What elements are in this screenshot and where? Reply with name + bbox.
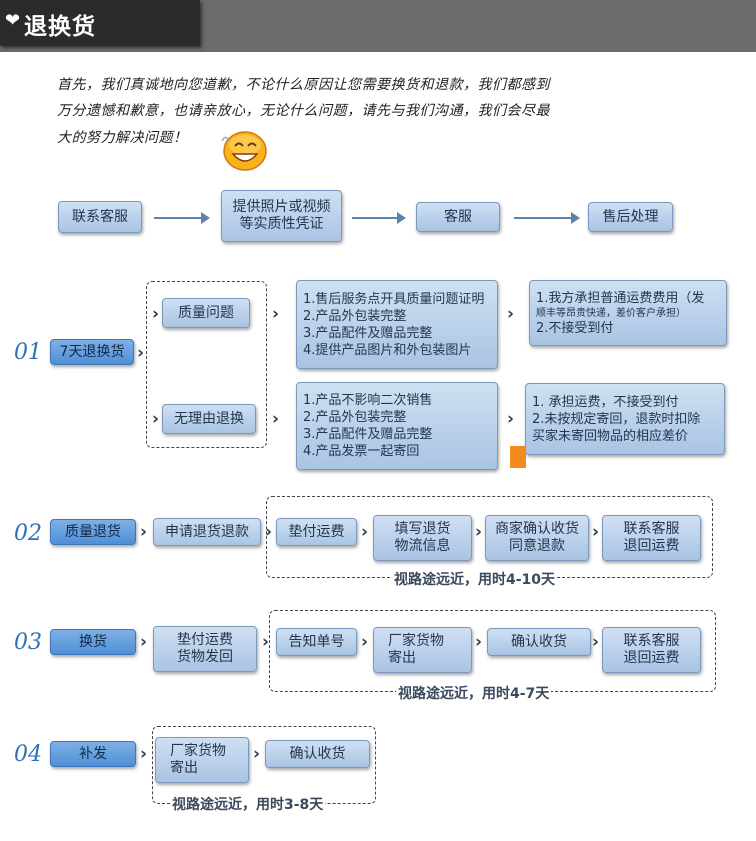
no-reason-condition-4: 4.产品发票一起寄回 xyxy=(303,444,420,459)
quality-result-1: 1.我方承担普通运费费用（发 xyxy=(536,290,705,306)
exchange-label: 换货 xyxy=(50,629,136,655)
prepay-return-line-2: 货物发回 xyxy=(177,649,233,665)
quality-result-box: 1.我方承担普通运费费用（发 顺丰等昂贵快递，差价客户承担） 2.不接受到付 xyxy=(529,280,727,346)
duration-note-02: 视路途远近，用时4-10天 xyxy=(392,569,558,589)
quality-condition-2: 2.产品外包装完整 xyxy=(303,308,407,324)
chevron-right-icon: › xyxy=(507,304,515,324)
customer-service-box: 客服 xyxy=(416,202,500,232)
refund-shipping-line-1: 联系客服 xyxy=(623,521,680,537)
confirm-receipt-box: 确认收货 xyxy=(487,628,591,656)
seven-day-return-label: 7天退换货 xyxy=(50,339,134,365)
prepay-return-line-1: 垫付运费 xyxy=(177,632,233,648)
refund-shipping-line-2: 退回运费 xyxy=(623,538,680,554)
chevron-right-icon: › xyxy=(272,304,280,324)
refund-shipping-box: 联系客服 退回运费 xyxy=(602,515,701,561)
chevron-right-icon: › xyxy=(475,632,483,652)
no-reason-result-box: 1. 承担运费，不接受到付 2.未按规定寄回，退款时扣除 买家未寄回物品的相应差… xyxy=(525,383,725,455)
chevron-right-icon: › xyxy=(152,304,160,324)
page-title: 退换货 xyxy=(24,14,96,40)
chevron-right-icon: › xyxy=(262,632,270,652)
quality-condition-1: 1.售后服务点开具质量问题证明 xyxy=(303,291,485,307)
reship-confirm-box: 确认收货 xyxy=(265,740,370,768)
prepay-return-box: 垫付运费 货物发回 xyxy=(153,626,257,672)
fill-logistics-line-2: 物流信息 xyxy=(394,538,451,554)
after-sales-box: 售后处理 xyxy=(588,202,673,232)
section-number-04: 04 xyxy=(14,742,42,767)
fill-logistics-line-1: 填写退货 xyxy=(394,521,451,537)
merchant-confirm-line-2: 同意退款 xyxy=(509,538,565,554)
smiley-emoji-icon xyxy=(221,131,267,171)
reship-label: 补发 xyxy=(50,741,136,767)
chevron-right-icon: › xyxy=(361,522,369,542)
provide-evidence-box: 提供照片或视频 等实质性凭证 xyxy=(221,190,342,242)
section-number-03: 03 xyxy=(14,630,42,655)
flow-arrow xyxy=(514,212,580,224)
chevron-right-icon: › xyxy=(137,343,145,363)
chevron-right-icon: › xyxy=(152,409,160,429)
exchange-refund-line-2: 退回运费 xyxy=(623,650,680,666)
duration-note-03: 视路途远近，用时4-7天 xyxy=(396,683,552,703)
reason-group-frame xyxy=(146,281,267,448)
chevron-right-icon: › xyxy=(253,744,261,764)
no-reason-conditions-box: 1.产品不影响二次销售 2.产品外包装完整 3.产品配件及赠品完整 4.产品发票… xyxy=(296,382,498,470)
chevron-right-icon: › xyxy=(140,522,148,542)
provide-evidence-line-1: 提供照片或视频 xyxy=(232,199,331,215)
no-reason-result-1: 1. 承担运费，不接受到付 xyxy=(532,394,679,410)
quality-issue-box: 质量问题 xyxy=(162,298,250,328)
flow-arrow xyxy=(352,212,406,224)
section-number-02: 02 xyxy=(14,521,42,546)
chevron-right-icon: › xyxy=(140,632,148,652)
chevron-right-icon: › xyxy=(140,744,148,764)
chevron-right-icon: › xyxy=(475,522,483,542)
intro-line-2: 万分遗憾和歉意，也请亲放心，无论什么问题，请先与我们沟通，我们会尽最 xyxy=(57,103,550,119)
intro-line-1: 首先，我们真诚地向您道歉，不论什么原因让您需要换货和退款，我们都感到 xyxy=(57,77,550,93)
chevron-right-icon: › xyxy=(592,522,600,542)
chevron-right-icon: › xyxy=(507,409,515,429)
provide-evidence-line-2: 等实质性凭证 xyxy=(239,216,324,232)
quality-result-3: 2.不接受到付 xyxy=(536,320,614,336)
notify-tracking-box: 告知单号 xyxy=(276,628,357,656)
no-reason-condition-1: 1.产品不影响二次销售 xyxy=(303,393,433,408)
chevron-right-icon: › xyxy=(272,409,280,429)
factory-ship-line-1: 厂家货物 xyxy=(388,633,444,649)
quality-condition-3: 3.产品配件及赠品完整 xyxy=(303,325,433,341)
merchant-confirm-line-1: 商家确认收货 xyxy=(495,521,579,537)
prepay-shipping-box: 垫付运费 xyxy=(276,518,357,546)
quality-condition-4: 4.提供产品图片和外包装图片 xyxy=(303,342,472,358)
heart-icon: ❤ xyxy=(5,10,21,31)
duration-note-04: 视路途远近，用时3-8天 xyxy=(170,794,326,814)
intro-line-3: 大的努力解决问题！ xyxy=(57,130,188,146)
reship-factory-box: 厂家货物 寄出 xyxy=(155,737,249,783)
no-reason-return-box: 无理由退换 xyxy=(162,404,256,434)
quality-return-label: 质量退货 xyxy=(50,519,136,545)
contact-service-box: 联系客服 xyxy=(58,201,142,233)
quality-result-2: 顺丰等昂贵快递，差价客户承担） xyxy=(536,307,686,319)
merchant-confirm-box: 商家确认收货 同意退款 xyxy=(485,515,589,561)
factory-ship-box: 厂家货物 寄出 xyxy=(373,627,472,673)
no-reason-result-2: 2.未按规定寄回，退款时扣除 xyxy=(532,411,701,427)
header-bar: ❤ 退换货 xyxy=(0,0,756,52)
no-reason-condition-3: 3.产品配件及赠品完整 xyxy=(303,427,433,442)
reship-factory-line-1: 厂家货物 xyxy=(170,743,226,759)
quality-conditions-box: 1.售后服务点开具质量问题证明 2.产品外包装完整 3.产品配件及赠品完整 4.… xyxy=(296,280,498,369)
chevron-right-icon: › xyxy=(361,632,369,652)
fill-logistics-box: 填写退货 物流信息 xyxy=(373,515,472,561)
factory-ship-line-2: 寄出 xyxy=(388,650,416,666)
flow-arrow xyxy=(154,212,210,224)
section-number-01: 01 xyxy=(14,340,42,365)
reship-factory-line-2: 寄出 xyxy=(170,760,198,776)
no-reason-result-3: 买家未寄回物品的相应差价 xyxy=(532,428,689,444)
header-tab: ❤ 退换货 xyxy=(0,0,200,46)
exchange-refund-shipping-box: 联系客服 退回运费 xyxy=(602,627,701,673)
chevron-right-icon: › xyxy=(592,632,600,652)
orange-marker xyxy=(510,446,526,468)
apply-refund-box: 申请退货退款 xyxy=(153,518,261,546)
no-reason-condition-2: 2.产品外包装完整 xyxy=(303,410,407,425)
chevron-right-icon: › xyxy=(265,522,273,542)
exchange-refund-line-1: 联系客服 xyxy=(623,633,680,649)
